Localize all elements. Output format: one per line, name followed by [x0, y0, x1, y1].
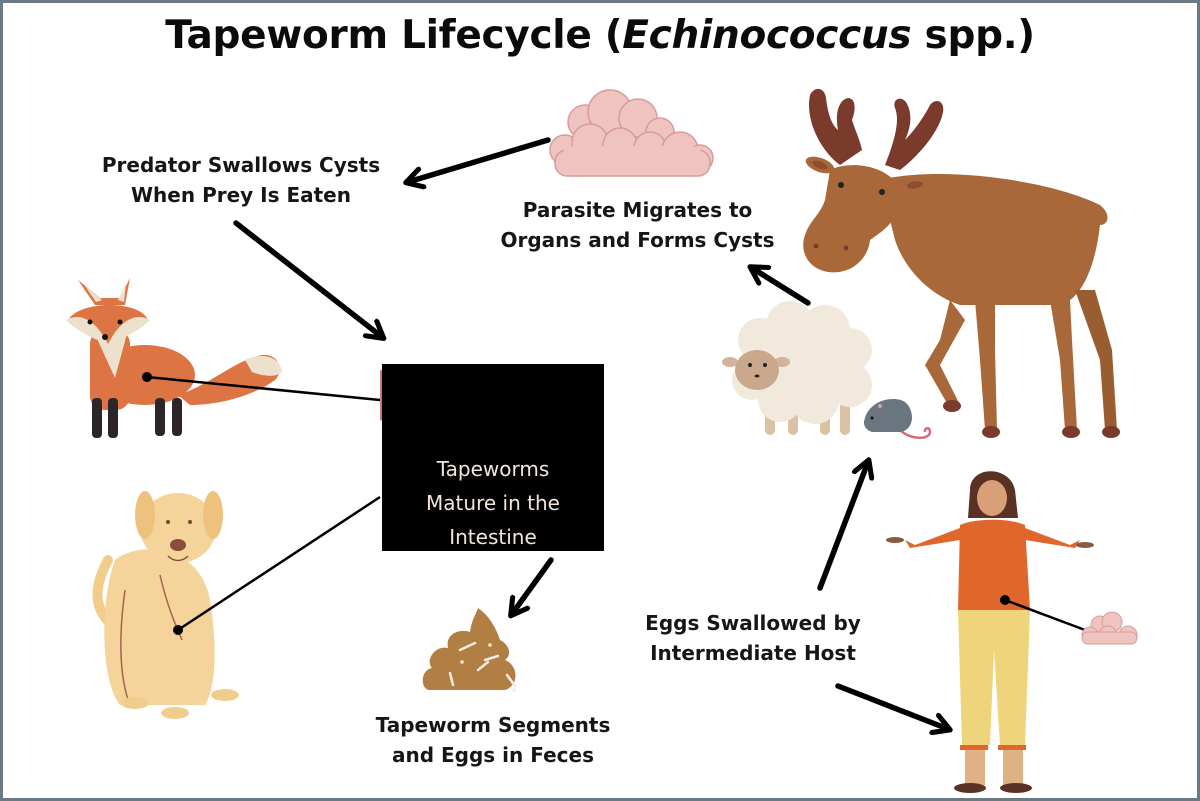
arrow-eggs-to-human: [835, 683, 948, 729]
human-cyst-icon: [1081, 611, 1138, 645]
stage-label-parasite-migrates: Parasite Migrates to Organs and Forms Cy…: [475, 195, 800, 255]
human-icon: [886, 471, 1094, 793]
stage-label-line: Predator Swallows Cysts: [101, 153, 381, 177]
arrow-eggs-to-intermediate-host: [817, 462, 868, 591]
stage-label-line: Mature in the: [426, 491, 560, 515]
title-suffix: spp.): [911, 13, 1036, 58]
stage-label-predator-swallows: Predator Swallows Cysts When Prey Is Eat…: [81, 150, 401, 210]
stage-label-line: Tapeworm Segments: [375, 713, 611, 737]
stage-label-line: Intermediate Host: [650, 641, 856, 665]
stage-label-eggs-swallowed: Eggs Swallowed by Intermediate Host: [608, 608, 898, 668]
arrow-host-to-cysts: [752, 268, 811, 306]
host-connector-lines: [142, 372, 381, 635]
stage-box-mature-in-intestine: Tapeworms Mature in the Intestine: [382, 364, 604, 551]
title-genus: Echinococcus: [622, 13, 912, 58]
stage-label-segments-in-feces: Tapeworm Segments and Eggs in Feces: [343, 710, 643, 770]
illustration-layer: [66, 88, 1138, 793]
diagram-title: Tapeworm Lifecycle (Echinococcus spp.): [3, 13, 1197, 58]
stage-label-line: Organs and Forms Cysts: [500, 228, 775, 252]
feces-icon: [422, 608, 517, 692]
mouse-icon: [863, 398, 932, 439]
dog-icon: [92, 491, 239, 719]
cycle-arrows: [233, 137, 948, 729]
arrow-predator-to-intestine: [233, 220, 382, 337]
stage-label-line: When Prey Is Eaten: [131, 183, 351, 207]
stage-label-line: Parasite Migrates to: [522, 198, 753, 222]
stage-label-line: Tapeworms: [436, 457, 550, 481]
stage-label-line: and Eggs in Feces: [392, 743, 594, 767]
sheep-icon: [722, 301, 872, 435]
cysts-cluster-icon: [549, 89, 714, 177]
moose-icon: [803, 88, 1120, 438]
arrow-intestine-to-feces: [512, 557, 554, 614]
stage-label-line: Eggs Swallowed by: [645, 611, 861, 635]
stage-label-line: Intestine: [449, 525, 537, 549]
fox-icon: [66, 278, 282, 438]
arrow-cysts-to-predator: [408, 137, 551, 182]
title-prefix: Tapeworm Lifecycle (: [165, 13, 623, 58]
stage-label-mature-in-intestine: Tapeworms Mature in the Intestine: [382, 452, 604, 554]
